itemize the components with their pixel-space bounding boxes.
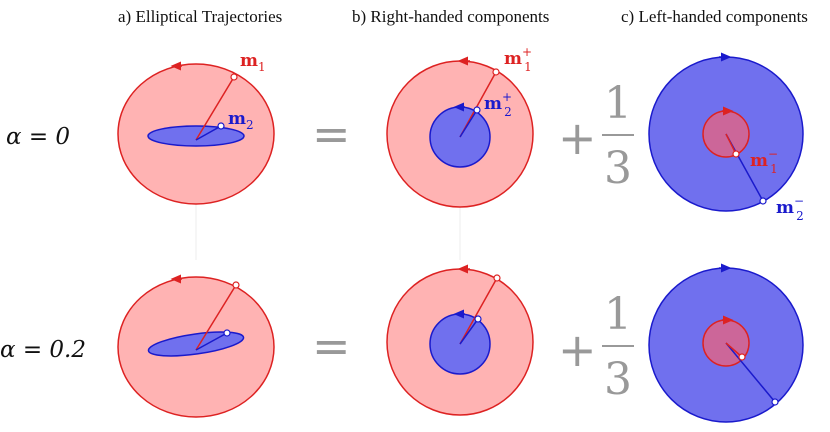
m2-trajectory [147, 125, 245, 147]
m2-plus-vector [459, 109, 478, 138]
m2-vector [195, 332, 228, 351]
fraction-denominator: 3 [604, 354, 632, 405]
m1-plus-vector [459, 277, 498, 345]
column-title-a: a) Elliptical Trajectories [118, 7, 282, 26]
row-label-alpha-0: α = 0 [6, 124, 70, 150]
m1-tip [230, 73, 238, 81]
m1-plus-label: m+1 [504, 45, 532, 74]
plus-sign: + [558, 111, 597, 165]
column-title-c: c) Left-handed components [621, 7, 808, 26]
m2-plus-vector [459, 318, 479, 345]
row1-left-handed-components: m−1 m−2 [648, 52, 804, 223]
m1-minus-label: m−1 [750, 147, 778, 176]
m1-vector [195, 284, 237, 351]
fraction-numerator: 1 [604, 289, 632, 340]
m2-minus-tip [771, 398, 779, 406]
equals-sign: = [312, 319, 351, 373]
row1-elliptical-trajectories: m1 m2 [117, 51, 275, 205]
m2-trajectory [147, 331, 245, 357]
row2-elliptical-trajectories [117, 274, 275, 418]
fraction-denominator: 3 [604, 143, 632, 194]
row2-left-handed-components [648, 263, 804, 423]
m1-minus-vector [725, 133, 737, 155]
m2-plus-tip [474, 315, 482, 323]
m1-minus-tip [738, 353, 746, 361]
m2-plus-tip [473, 106, 481, 114]
m2-plus-label: m+2 [484, 90, 512, 119]
m1-minus-tip [732, 150, 740, 158]
row2-right-handed-components [386, 264, 534, 416]
m1-plus-tip [492, 68, 500, 76]
m2-tip [217, 122, 225, 130]
row1-right-handed-components: m+1 m+2 [386, 45, 534, 208]
plus-sign: + [558, 323, 597, 377]
m2-minus-tip [759, 197, 767, 205]
m2-minus-label: m−2 [776, 194, 804, 223]
row-label-alpha-02: α = 0.2 [0, 337, 86, 363]
equals-sign: = [312, 107, 351, 161]
m1-tip [232, 281, 240, 289]
fraction-numerator: 1 [604, 78, 632, 129]
m2-label: m2 [228, 109, 254, 132]
m1-label: m1 [240, 51, 266, 74]
m2-vector [195, 125, 222, 141]
column-title-b: b) Right-handed components [352, 7, 549, 26]
m2-tip [223, 329, 231, 337]
m1-vector [195, 76, 235, 141]
m1-plus-tip [493, 274, 501, 282]
m2-minus-vector [725, 342, 776, 403]
